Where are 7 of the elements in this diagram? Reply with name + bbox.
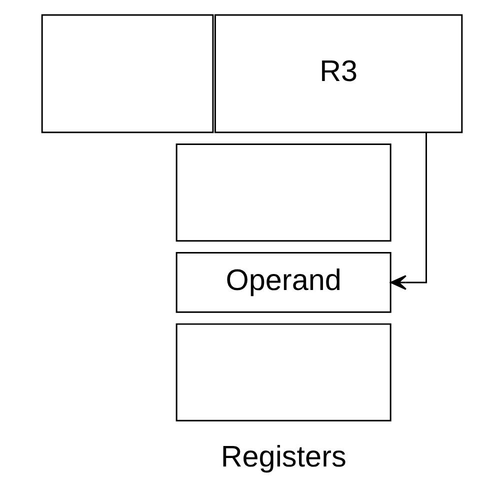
label: Registers — [220, 440, 346, 474]
node-box — [176, 322, 392, 421]
node-box: R3 — [214, 14, 463, 133]
node-box — [176, 143, 392, 242]
arrow — [390, 132, 427, 290]
node-box: Operand — [176, 251, 392, 312]
node-box — [41, 14, 214, 133]
